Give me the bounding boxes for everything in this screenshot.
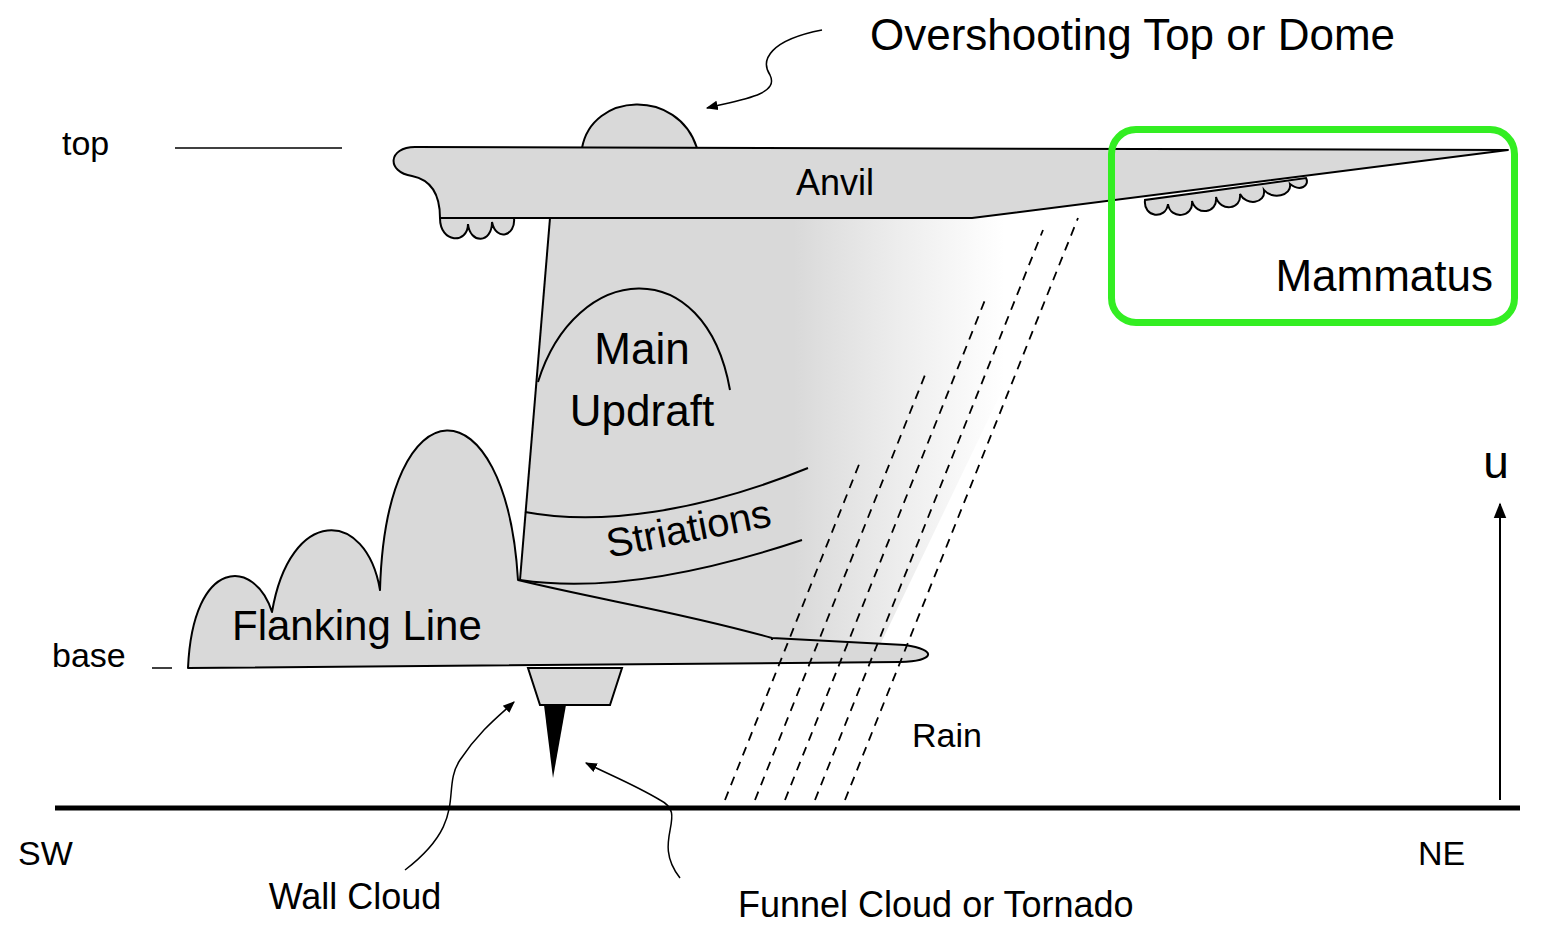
wall-cloud-shape (528, 668, 622, 705)
anvil-mammatus (440, 218, 514, 239)
funnel-shape (544, 705, 566, 778)
callout-label: Funnel Cloud or Tornado (738, 884, 1134, 925)
axis-label: u (1483, 436, 1509, 489)
anvil-shape (394, 147, 1508, 218)
rain-lines (725, 218, 1078, 800)
part-label: Rain (912, 716, 982, 755)
ground-line (55, 806, 1520, 811)
tail-edge (771, 638, 773, 640)
leader-line (707, 30, 822, 108)
leader-line (586, 763, 680, 878)
mammatus-bumps (1145, 178, 1307, 215)
flanking-line-shape (188, 430, 928, 668)
leader-line (405, 702, 514, 870)
direction-label: NE (1418, 834, 1465, 873)
part-label: Main Updraft (527, 318, 757, 442)
highlight-label: Mammatus (1275, 251, 1493, 301)
storm-body (520, 218, 1085, 645)
wind-axis (1499, 504, 1501, 800)
level-label: base (52, 636, 126, 675)
top-level-line (175, 147, 342, 149)
level-label: top (62, 124, 109, 163)
part-label: Flanking Line (232, 602, 482, 650)
callout-label: Wall Cloud (269, 876, 442, 917)
base-level-line (152, 667, 172, 669)
highlight-box: Mammatus (1108, 126, 1518, 326)
trunk-edge (520, 218, 550, 580)
callout-label: Overshooting Top or Dome (870, 10, 1395, 61)
direction-label: SW (18, 834, 73, 873)
overshooting-dome (582, 104, 697, 148)
part-label: Anvil (796, 162, 874, 203)
